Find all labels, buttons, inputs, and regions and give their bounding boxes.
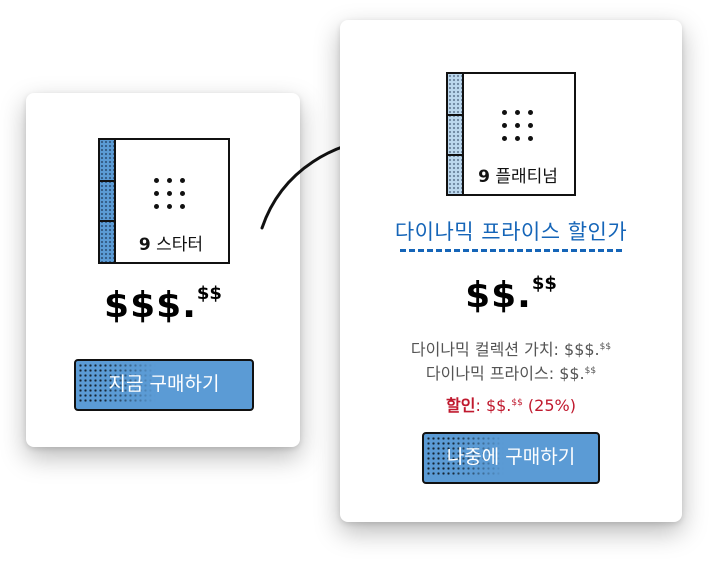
starter-price: $$$.$$ — [26, 283, 300, 326]
bundle-spine — [448, 74, 464, 194]
buy-now-button[interactable]: 지금 구매하기 — [74, 359, 254, 411]
discount-line: 할인: $$.$$ (25%) — [446, 396, 576, 415]
buy-now-label: 지금 구매하기 — [108, 373, 220, 395]
platinum-price: $$.$$ — [340, 273, 682, 316]
dot-grid-icon — [154, 178, 186, 210]
platinum-card: 9 플래티넘 다이나믹 프라이스 할인가 $$.$$ 다이나믹 컬렉션 가치: … — [340, 20, 682, 522]
bundle-name: 스타터 — [156, 235, 204, 255]
price-main: $$. — [465, 275, 532, 316]
dynamic-price: 다이나믹 프라이스: $$.$$ — [425, 364, 597, 383]
bundle-spine — [100, 140, 116, 262]
bundle-title: 9 스타터 — [114, 230, 228, 255]
price-cents: $$ — [196, 283, 222, 304]
platinum-bundle-illustration: 9 플래티넘 — [446, 72, 576, 196]
promo-divider — [400, 249, 622, 252]
bundle-count: 9 — [478, 167, 490, 187]
bundle-title: 9 플래티넘 — [462, 162, 574, 187]
dot-grid-icon — [502, 110, 534, 142]
buy-later-label: 나중에 구매하기 — [446, 446, 576, 468]
starter-card: 9 스타터 $$$.$$ 지금 구매하기 — [26, 93, 300, 447]
bundle-count: 9 — [138, 235, 151, 255]
buy-later-button[interactable]: 나중에 구매하기 — [422, 432, 600, 484]
promo-title: 다이나믹 프라이스 할인가 — [394, 220, 628, 244]
starter-bundle-illustration: 9 스타터 — [98, 138, 230, 264]
price-cents: $$ — [531, 273, 557, 294]
collection-value: 다이나믹 컬렉션 가치: $$$.$$ — [410, 340, 612, 359]
price-main: $$$. — [104, 285, 197, 326]
bundle-name: 플래티넘 — [495, 167, 558, 187]
